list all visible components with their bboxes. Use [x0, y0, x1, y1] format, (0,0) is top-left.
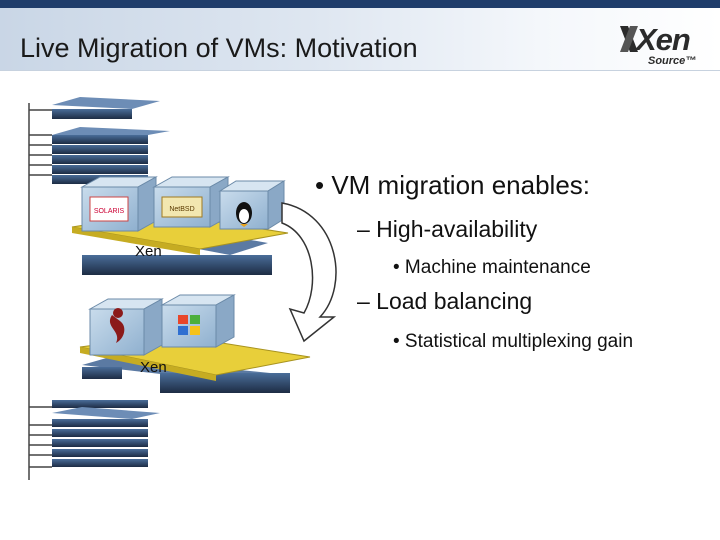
- logo-subtext: Source™: [648, 55, 697, 67]
- solaris-label: SOLARIS: [94, 208, 125, 215]
- bullet-load-balancing: – Load balancing: [357, 288, 533, 314]
- top-accent-bar: [0, 0, 720, 8]
- logo-wordmark: Xen: [636, 22, 691, 57]
- xen-label-top: Xen: [135, 243, 162, 260]
- slide-title: Live Migration of VMs: Motivation: [20, 33, 418, 63]
- xensource-logo: Xen Source™: [618, 22, 712, 74]
- xen-label-bottom: Xen: [140, 359, 167, 376]
- server-stack-bottom: [52, 400, 160, 467]
- bullet-statistical-multiplexing: • Statistical multiplexing gain: [393, 331, 634, 352]
- slide-header: Live Migration of VMs: Motivation Xen So…: [0, 8, 720, 70]
- migration-arrow-icon: [281, 202, 337, 343]
- bullet-high-availability: – High-availability: [357, 216, 538, 242]
- xen-host-top: SOLARIS NetBSD Xen: [71, 176, 289, 275]
- migration-illustration: SOLARIS NetBSD Xen: [28, 97, 337, 480]
- server-stack-top: [52, 97, 170, 184]
- xen-x-icon: [620, 26, 638, 52]
- bullet-machine-maintenance: • Machine maintenance: [393, 257, 591, 278]
- netbsd-label: NetBSD: [169, 206, 194, 213]
- bullet-main: • VM migration enables:: [315, 170, 591, 200]
- header-divider: [0, 70, 720, 71]
- xen-host-bottom: Xen: [79, 294, 311, 393]
